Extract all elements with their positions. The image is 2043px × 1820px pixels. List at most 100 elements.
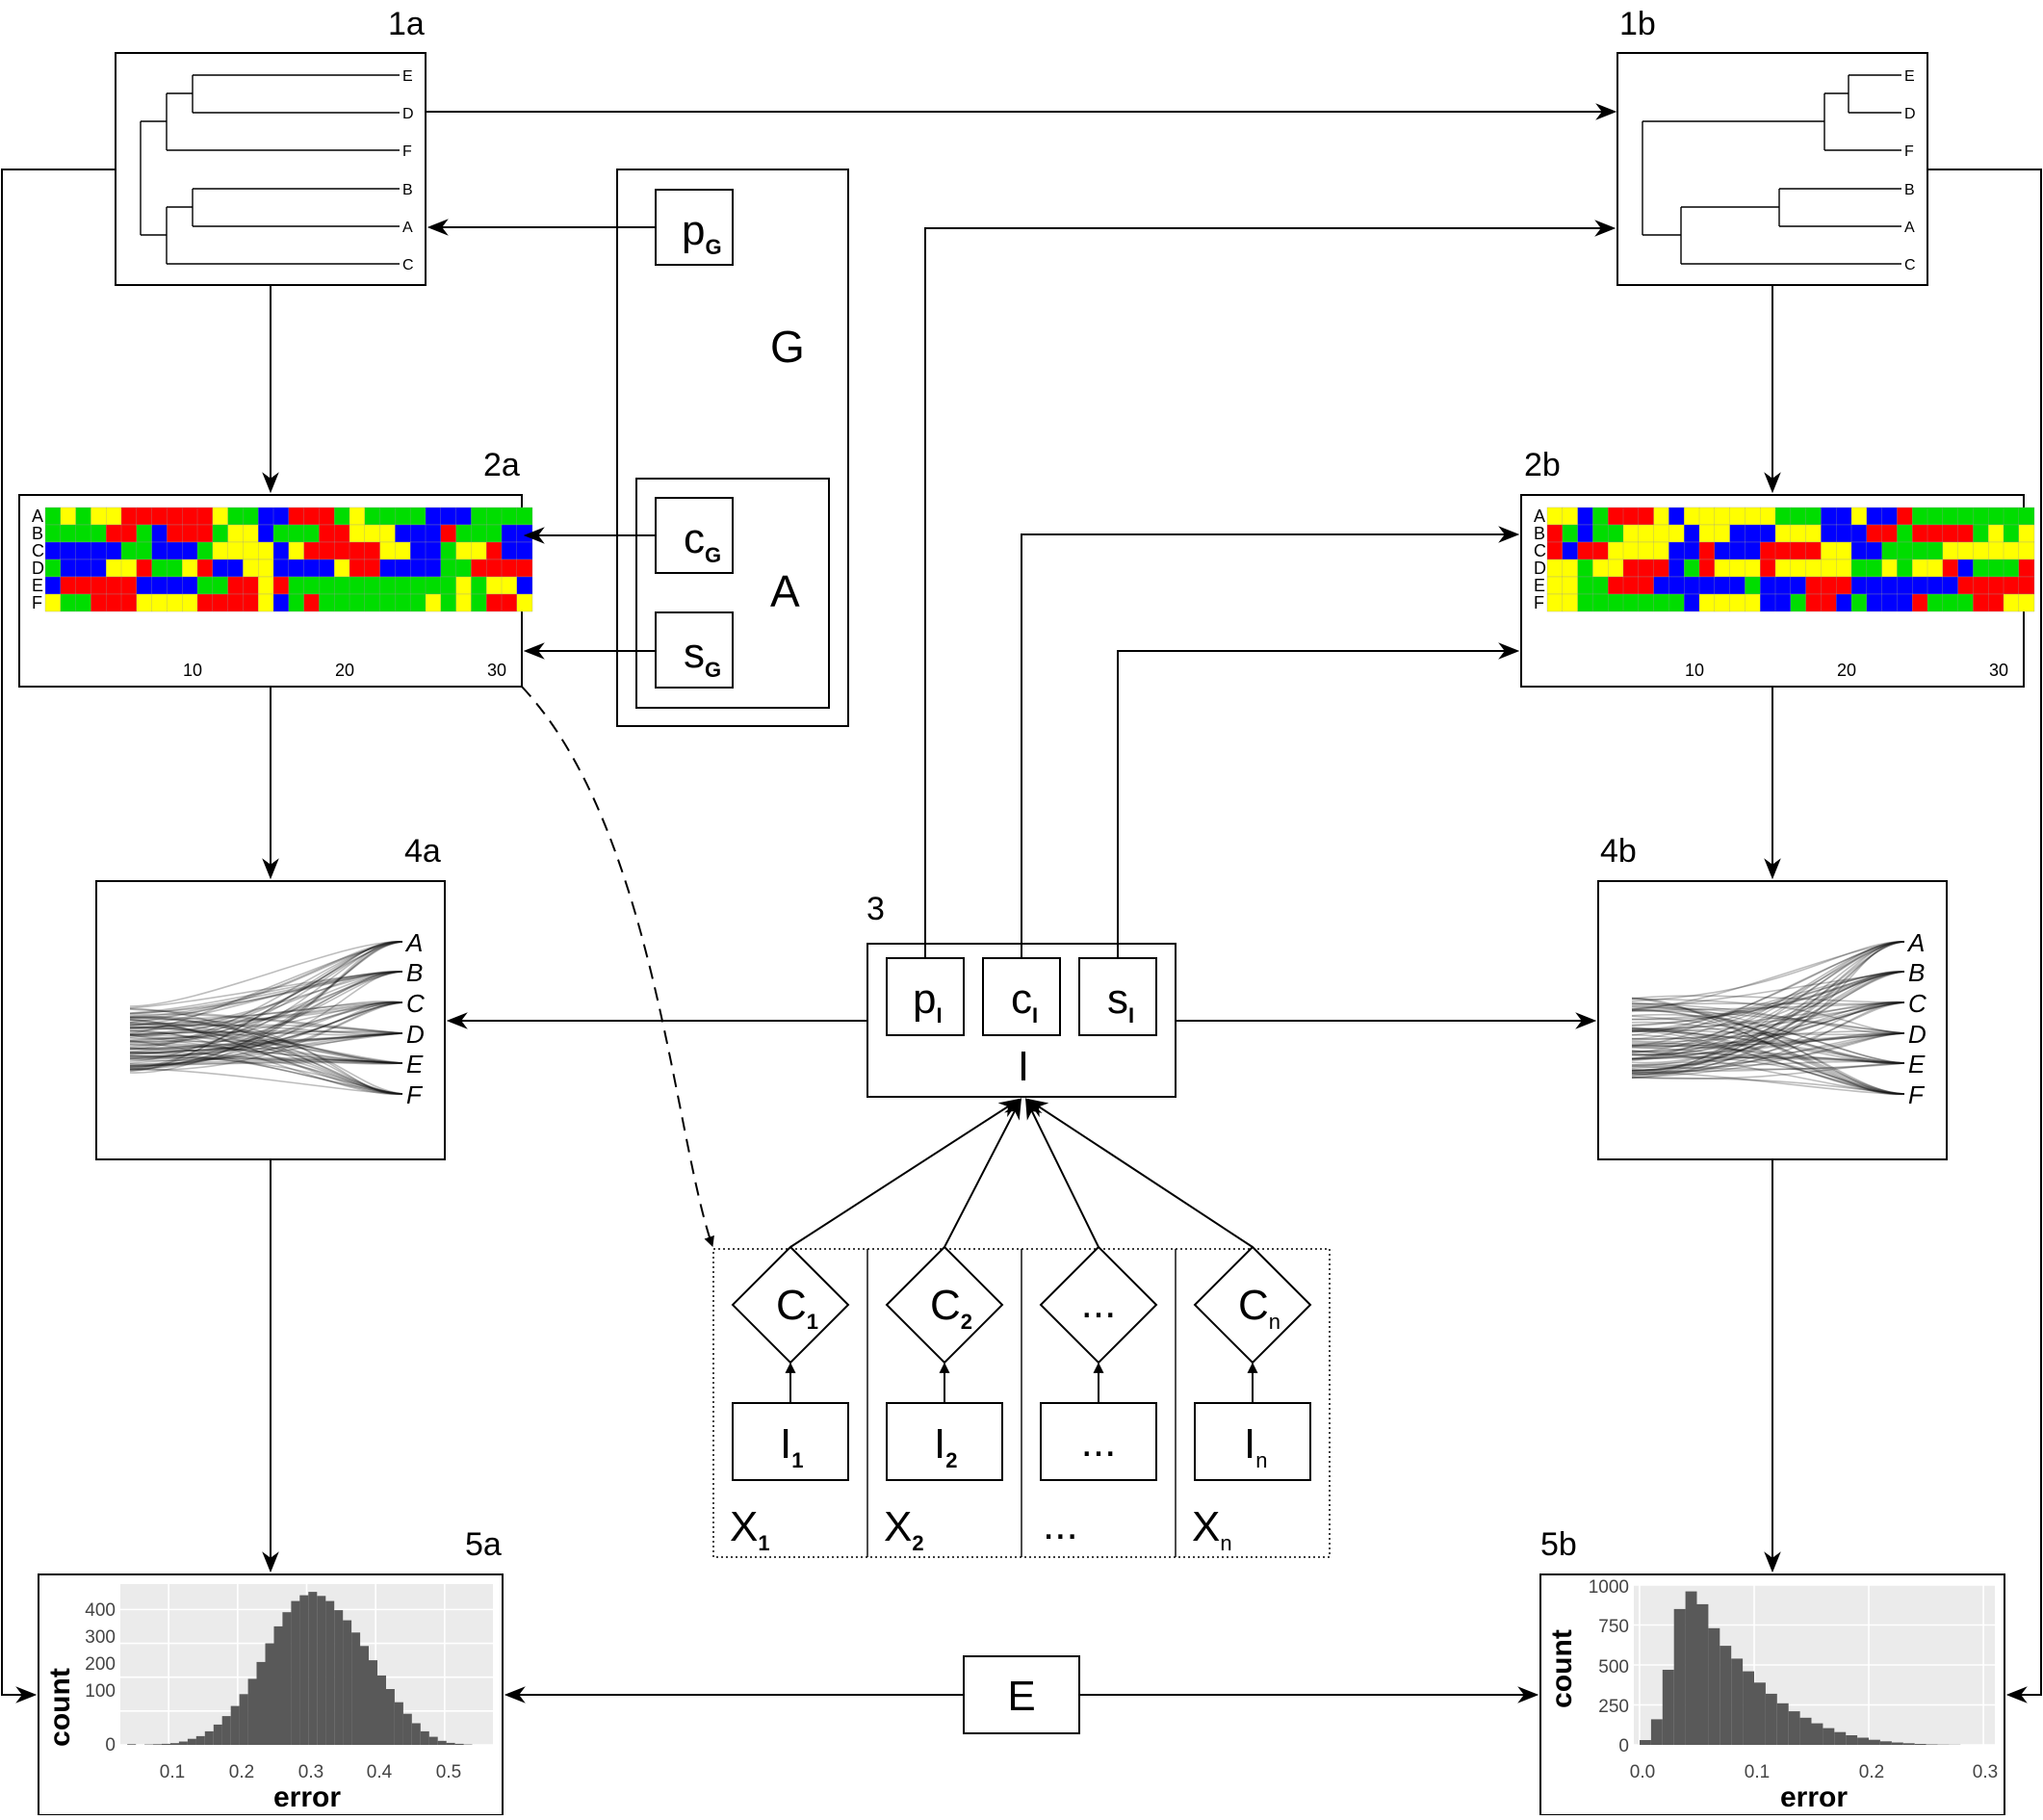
alignment-cell [456,577,472,594]
alignment-cell [365,507,380,525]
alignment-cell [1639,577,1654,594]
alignment-cell [2004,594,2019,611]
alignment-cell [152,525,168,542]
alignment-cell [1668,594,1684,611]
alignment-cell [334,525,349,542]
histogram-bar [1812,1724,1823,1745]
histogram-bar [266,1644,274,1746]
alignment-cell [1912,542,1927,559]
alignment-cell [1668,525,1684,542]
alignment-cell [349,577,365,594]
alignment-cell [1775,594,1791,611]
histogram-bar [1880,1741,1892,1745]
alignment-cell [1654,542,1669,559]
alignment-cell [137,577,152,594]
tree-1a-leaf-5: C [402,257,414,273]
alignment-cell [1851,594,1867,611]
alignment-cell [1699,559,1715,577]
alignment-grid-2b [1547,507,2034,611]
alignment-cell [426,525,441,542]
alignment-cell [182,507,197,525]
hist5b-ytick-1000: 1000 [1589,1577,1629,1598]
alignment-cell [349,559,365,577]
alignment-cell [2019,559,2034,577]
alignment-cell [91,507,106,525]
alignment-cell [1668,507,1684,525]
alignment-cell [1821,542,1836,559]
alignment-cell [1623,507,1639,525]
histogram-bar [282,1612,291,1745]
alignment-cell [1988,559,2004,577]
histogram-bar [1846,1735,1857,1745]
alignment-cell [1715,594,1730,611]
alignment-cell [121,594,137,611]
histogram-bar [395,1703,403,1745]
histogram-bar [447,1743,455,1745]
alignment-cell [1958,525,1974,542]
alignment-cell [243,525,258,542]
alignment-cell [1973,542,1988,559]
alignment-cell [426,507,441,525]
alignment-cell [502,559,517,577]
alignment-cell [1592,507,1608,525]
alignment-cell [1882,594,1898,611]
alignment-cell [1867,577,1882,594]
alignment-cell [1806,525,1822,542]
alignment-cell [197,559,213,577]
hist5b-xtick-0.0: 0.0 [1630,1762,1655,1782]
panel-label-1a: 1a [388,6,425,42]
alignment-cell [1730,594,1746,611]
alignment-cell [289,577,304,594]
alignment-cell [517,507,532,525]
histogram-bar [325,1601,334,1745]
histogram-bar [1651,1719,1663,1745]
histogram-bar [257,1662,266,1745]
alignment-cell [2004,525,2019,542]
alignment-cell [1760,525,1775,542]
alignment-cell [1563,594,1578,611]
alignment-cell [1578,577,1593,594]
alignment-cell [182,594,197,611]
alignment-2a-tick-20: 20 [335,661,354,680]
alignment-cell [137,594,152,611]
histogram-5a [120,1584,493,1745]
alignment-cell [426,542,441,559]
alignment-cell [1882,577,1898,594]
alignment-cell [334,594,349,611]
alignment-cell [1608,507,1623,525]
histogram-bar [162,1744,170,1745]
alignment-cell [1988,594,2004,611]
hist5a-xtick-0.1: 0.1 [160,1762,185,1782]
alignment-cell [273,577,289,594]
panel-label-5a: 5a [465,1526,502,1563]
alignment-cell [486,525,502,542]
alignment-cell [137,507,152,525]
alignment-cell [1912,577,1927,594]
densitree-4b-leaf-4: E [1908,1050,1926,1079]
histogram-bar [205,1731,214,1745]
alignment-cell [441,559,456,577]
alignment-cell [471,525,486,542]
alignment-cell [121,525,137,542]
alignment-cell [517,577,532,594]
alignment-cell [137,559,152,577]
alignment-generator-label: A [770,566,800,616]
alignment-cell [395,542,410,559]
alignment-cell [1806,559,1822,577]
alignment-cell [1836,525,1851,542]
alignment-cell [1836,559,1851,577]
alignment-cell [182,577,197,594]
alignment-cell [1592,542,1608,559]
alignment-cell [304,525,320,542]
densitree-4b-leaf-3: D [1908,1020,1927,1049]
histogram-bar [1766,1694,1777,1745]
alignment-row-label: F [32,593,42,612]
alignment-cell [1775,525,1791,542]
alignment-cell [2019,594,2034,611]
alignment-cell [1943,525,1958,542]
panel-label-3: 3 [866,891,885,927]
alignment-cell [1836,542,1851,559]
alignment-cell [289,525,304,542]
histogram-bar [1708,1628,1720,1745]
